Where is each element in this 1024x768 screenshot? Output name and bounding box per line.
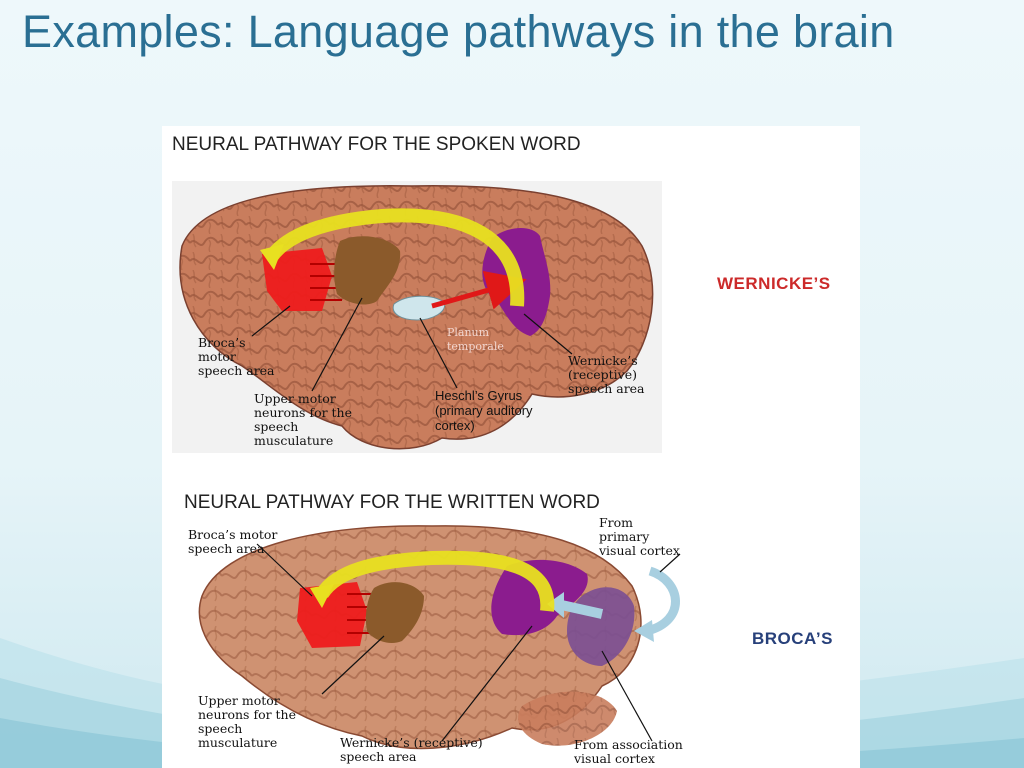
written-upper-motor-label: Upper motor neurons for the speech muscu… (198, 693, 297, 750)
written-brain-illustration (198, 525, 681, 750)
spoken-word-panel-title: NEURAL PATHWAY FOR THE SPOKEN WORD (172, 134, 581, 155)
brocas-side-label: BROCA’S (752, 629, 833, 648)
upper-motor-neurons-label: Upper motor neurons for the speech muscu… (254, 391, 353, 448)
written-broca-label: Broca’s motor speech area (188, 527, 278, 556)
primary-visual-cortex-label: From primary visual cortex (599, 515, 680, 558)
planum-temporale-label: Planum temporale (447, 326, 504, 353)
heschls-gyrus-label: Heschl’s Gyrus (primary auditory cortex) (435, 388, 533, 433)
wernickes-side-label: WERNICKE’S (717, 274, 831, 293)
wernicke-receptive-label: Wernicke’s (receptive) speech area (568, 353, 645, 396)
brain-pathways-figure: NEURAL PATHWAY FOR THE SPOKEN WORD Broca… (162, 126, 860, 768)
association-visual-cortex-label: From association visual cortex (574, 737, 683, 766)
written-word-panel-title: NEURAL PATHWAY FOR THE WRITTEN WORD (184, 492, 600, 513)
spoken-brain-illustration (172, 181, 662, 453)
broca-motor-speech-label: Broca’s motor speech area (198, 335, 275, 378)
brain-illustrations (172, 181, 681, 750)
written-wernicke-label: Wernicke’s (receptive) speech area (340, 735, 483, 764)
slide-title: Examples: Language pathways in the brain (22, 6, 895, 57)
